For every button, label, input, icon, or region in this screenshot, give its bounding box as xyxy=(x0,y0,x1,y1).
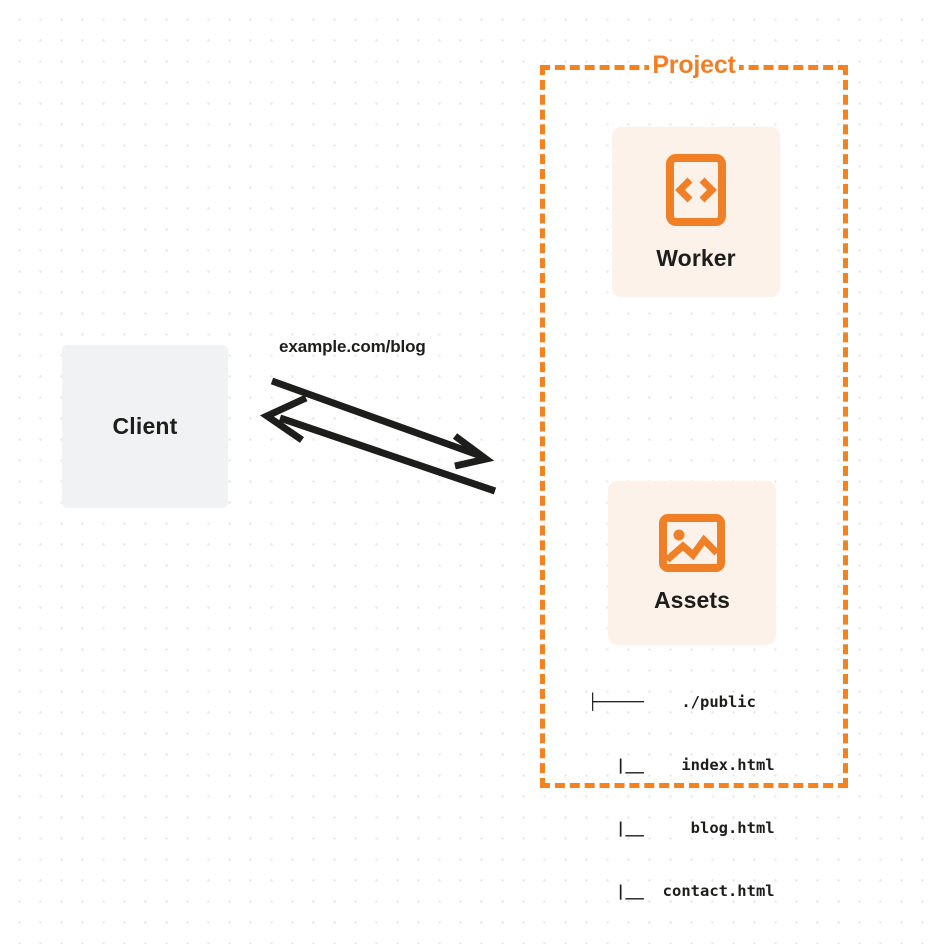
arrow-request xyxy=(270,377,495,470)
node-assets[interactable]: Assets xyxy=(608,481,776,645)
edge-label-request-url: example.com/blog xyxy=(279,337,426,356)
file-tree-row: |__ contact.html xyxy=(588,882,775,900)
diagram-canvas: Client example.com/blog Project Worker xyxy=(62,49,848,900)
code-brackets-icon xyxy=(666,153,726,226)
file-tree-row: |__ index.html xyxy=(588,756,775,774)
file-tree-row: ├───── ./public xyxy=(588,693,756,711)
node-client-label: Client xyxy=(112,413,178,439)
project-title: Project xyxy=(540,49,848,81)
file-tree-row: |__ blog.html xyxy=(588,819,775,837)
arrow-response xyxy=(259,394,497,495)
image-icon xyxy=(659,513,725,572)
project-title-text: Project xyxy=(649,51,739,79)
node-worker-label: Worker xyxy=(656,244,736,271)
node-worker[interactable]: Worker xyxy=(612,127,780,297)
assets-file-tree: ├───── ./public |__ index.html |__ blog.… xyxy=(588,650,775,944)
node-client[interactable]: Client xyxy=(62,345,228,508)
node-assets-label: Assets xyxy=(653,586,731,613)
connector-arrows xyxy=(259,377,497,495)
